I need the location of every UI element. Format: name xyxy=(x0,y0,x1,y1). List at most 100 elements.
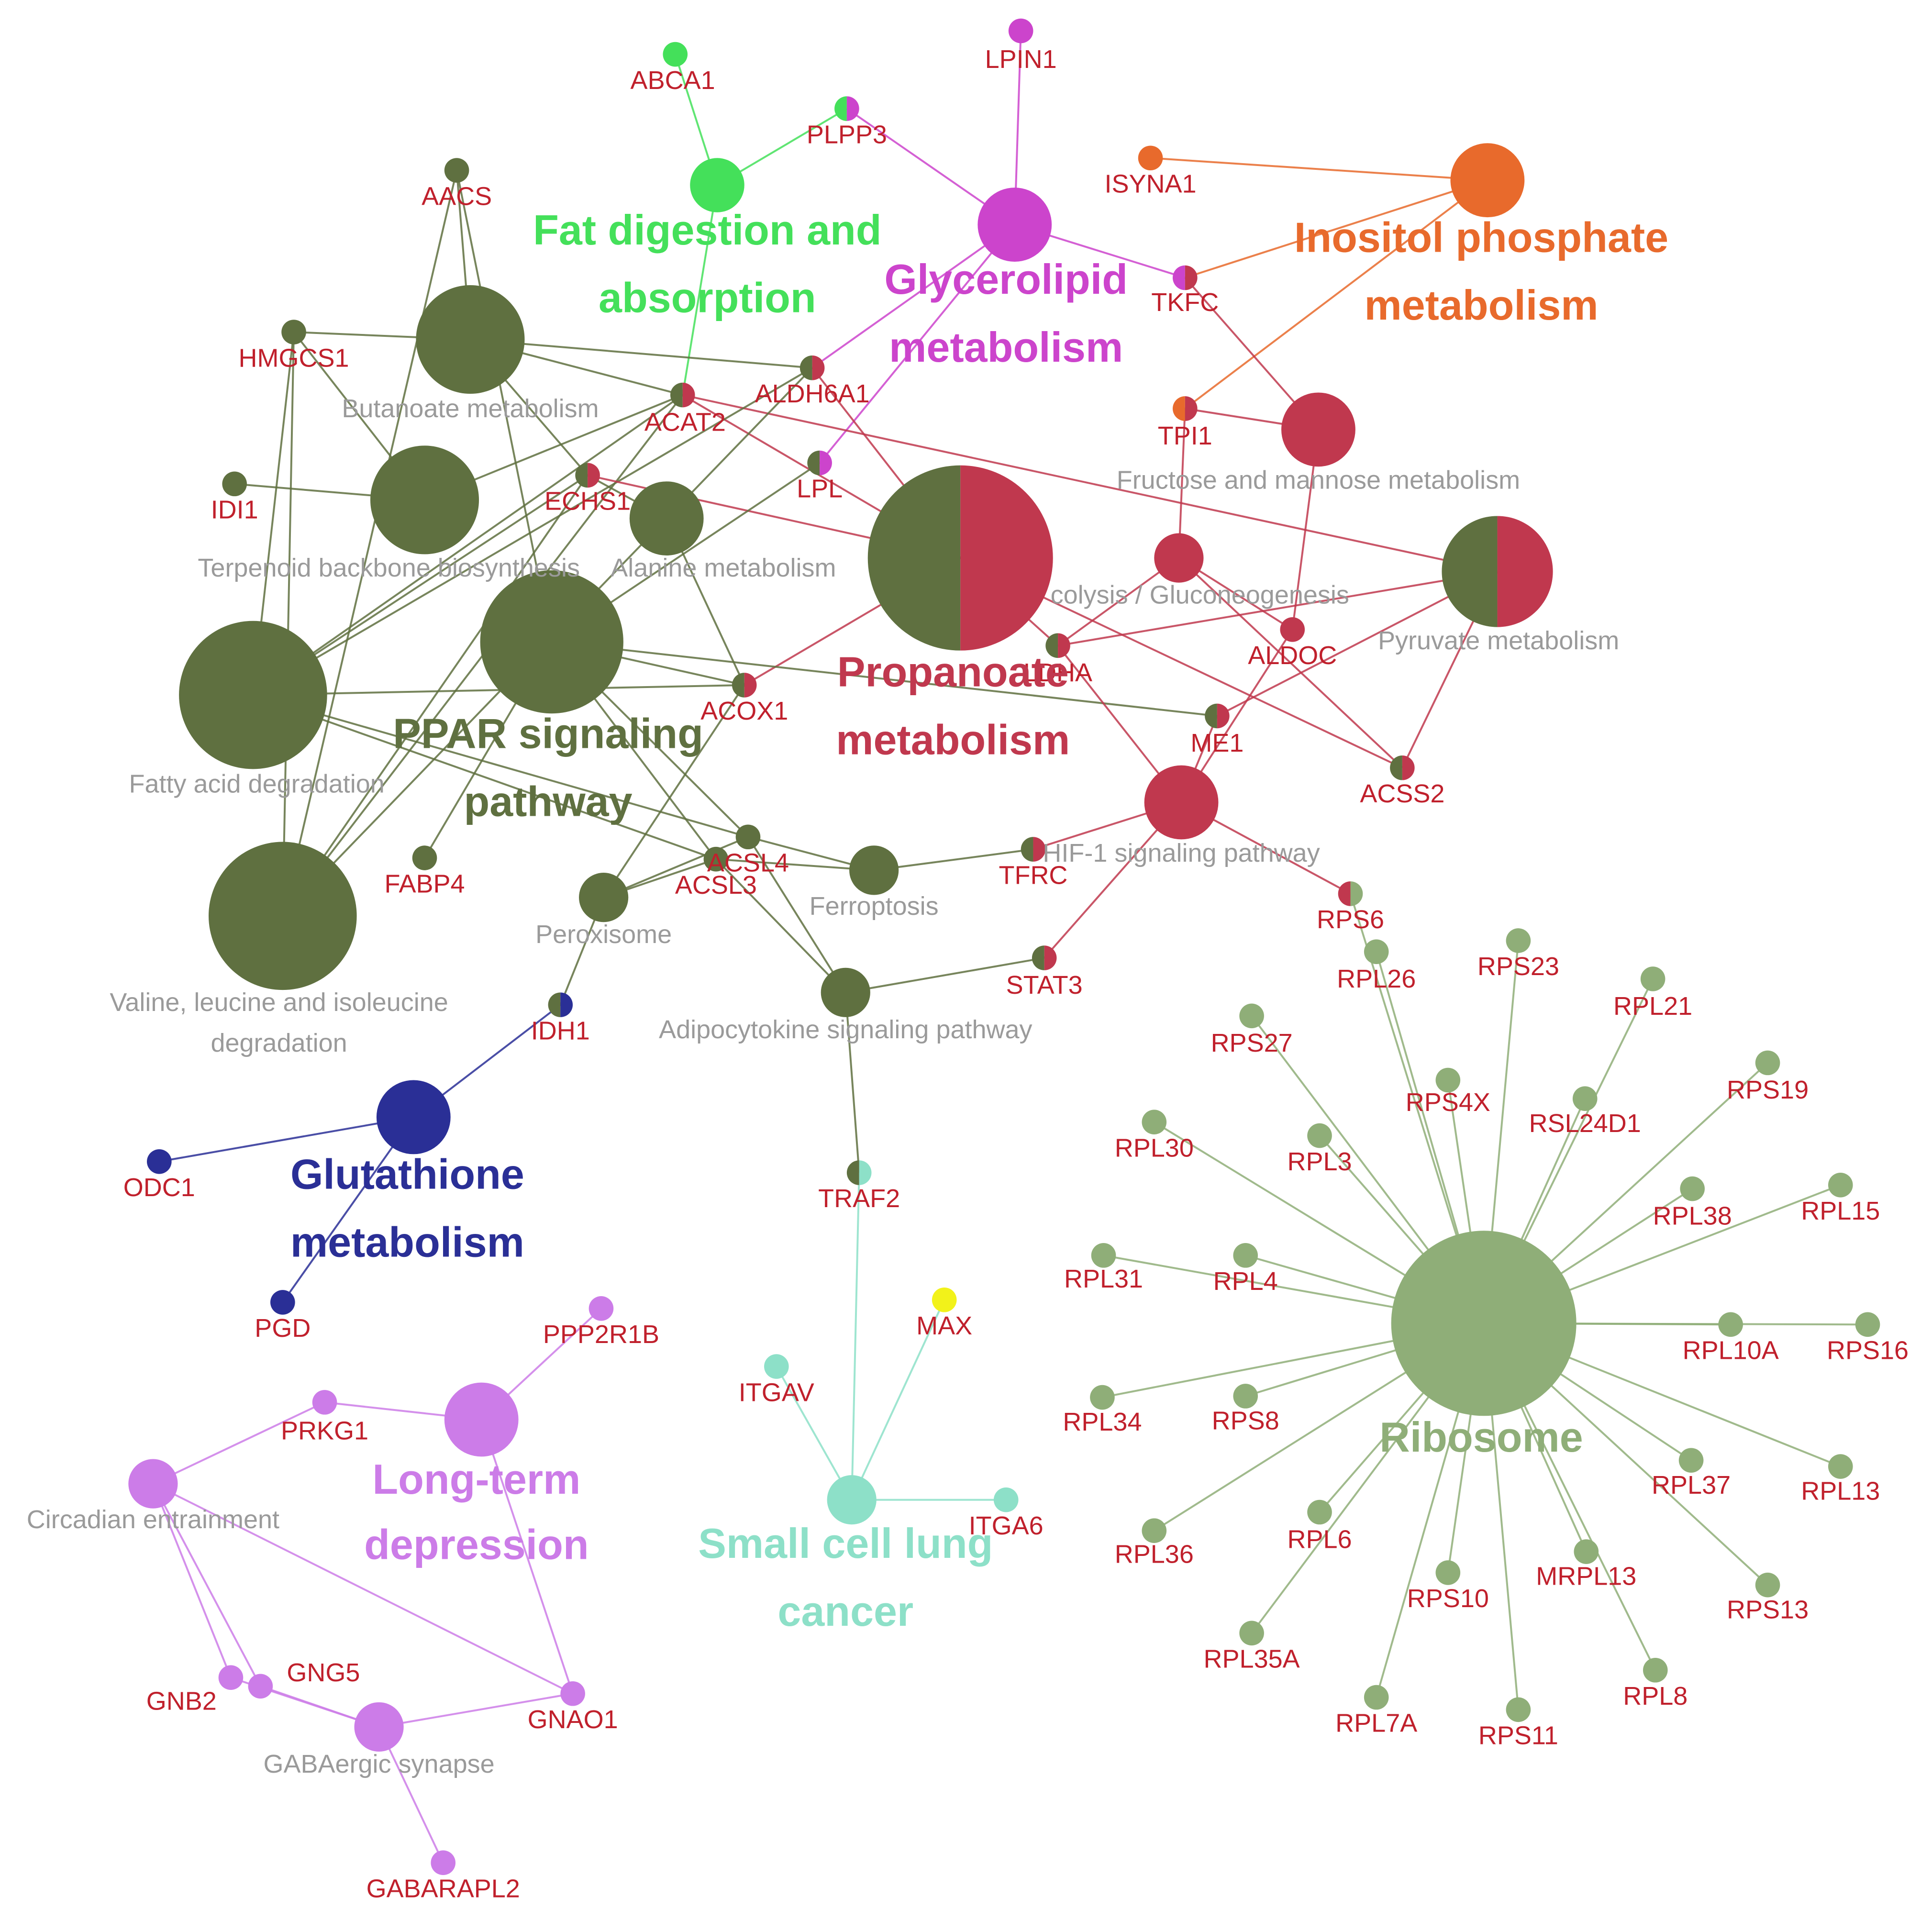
gene-node-rpl7a[interactable] xyxy=(1364,1685,1389,1710)
gene-node-rpl13[interactable] xyxy=(1828,1454,1853,1479)
gene-node-rps27[interactable] xyxy=(1239,1003,1264,1029)
gene-node-rps6[interactable] xyxy=(1338,881,1363,906)
gene-node-lpin1[interactable] xyxy=(1008,18,1033,44)
gene-node-rpl21[interactable] xyxy=(1640,966,1666,991)
gene-node-tpi1[interactable] xyxy=(1173,396,1198,421)
gene-node-tkfc[interactable] xyxy=(1173,265,1198,290)
hub-node-fat-hub[interactable] xyxy=(690,158,744,212)
node-half-right xyxy=(682,382,695,408)
gene-node-rps11[interactable] xyxy=(1506,1697,1531,1722)
gene-node-rps19[interactable] xyxy=(1755,1050,1780,1076)
gene-label-rps19: RPS19 xyxy=(1727,1076,1809,1104)
gene-node-rpl10a[interactable] xyxy=(1718,1312,1743,1337)
gene-node-abca1[interactable] xyxy=(663,42,688,67)
gene-node-rps4x[interactable] xyxy=(1435,1067,1461,1093)
gene-label-ppp2r1b: PPP2R1B xyxy=(543,1320,659,1349)
gene-node-aldh6a1[interactable] xyxy=(799,355,825,380)
gene-node-rpl35a[interactable] xyxy=(1239,1621,1264,1646)
hub-node-sclc-hub[interactable] xyxy=(827,1475,877,1525)
gene-node-rps8[interactable] xyxy=(1233,1384,1258,1409)
term-node-alanine[interactable] xyxy=(629,481,704,555)
term-node-adipo[interactable] xyxy=(821,967,870,1017)
term-node-gabaergic[interactable] xyxy=(354,1702,404,1752)
gene-node-gabarapl2[interactable] xyxy=(431,1850,456,1876)
gene-node-idh1[interactable] xyxy=(548,992,573,1017)
cluster-label-propanoate: Propanoate xyxy=(837,648,1069,695)
gene-label-rpl31: RPL31 xyxy=(1064,1265,1143,1293)
gene-node-itgav[interactable] xyxy=(764,1354,789,1379)
gene-node-rpl34[interactable] xyxy=(1090,1385,1115,1410)
gene-node-rps16[interactable] xyxy=(1855,1312,1880,1337)
gene-node-rpl30[interactable] xyxy=(1142,1110,1167,1135)
gene-node-traf2[interactable] xyxy=(846,1160,872,1185)
node-fill xyxy=(1640,966,1666,991)
gene-node-gnao1[interactable] xyxy=(560,1681,585,1706)
gene-node-max[interactable] xyxy=(932,1287,957,1312)
gene-node-tfrc[interactable] xyxy=(1021,837,1046,862)
term-node-terpenoid[interactable] xyxy=(370,445,479,555)
term-node-glycolysis[interactable] xyxy=(1154,533,1204,583)
gene-node-rpl31[interactable] xyxy=(1091,1243,1116,1268)
hub-node-ppar-hub[interactable] xyxy=(480,570,623,714)
gene-node-rps23[interactable] xyxy=(1506,928,1531,953)
gene-node-fabp4[interactable] xyxy=(412,845,437,870)
gene-node-rpl26[interactable] xyxy=(1364,939,1389,964)
gene-node-stat3[interactable] xyxy=(1032,945,1057,970)
edge-gng5-circadian xyxy=(152,1483,262,1687)
gene-node-hmgcs1[interactable] xyxy=(281,320,306,344)
hub-node-gly-hub[interactable] xyxy=(977,188,1052,262)
term-node-fattyacid[interactable] xyxy=(179,621,327,769)
term-node-butanoate[interactable] xyxy=(416,285,525,394)
node-fill xyxy=(147,1149,172,1174)
gene-node-rpl8[interactable] xyxy=(1643,1657,1668,1683)
term-label-fructose: Fructose and mannose metabolism xyxy=(1117,466,1520,495)
gene-node-acsl3[interactable] xyxy=(703,846,729,872)
gene-node-aldoc[interactable] xyxy=(1280,617,1305,642)
gene-node-ldha[interactable] xyxy=(1045,633,1070,658)
gene-node-rpl6[interactable] xyxy=(1307,1499,1332,1525)
gene-node-lpl[interactable] xyxy=(807,450,832,476)
edge-gnb2-circadian xyxy=(152,1483,232,1678)
gene-node-pgd[interactable] xyxy=(270,1290,295,1315)
gene-node-acat2[interactable] xyxy=(670,382,695,408)
hub-node-ribo-hub[interactable] xyxy=(1391,1231,1577,1416)
gene-node-aacs[interactable] xyxy=(444,158,469,183)
gene-node-rpl4[interactable] xyxy=(1233,1243,1258,1268)
term-node-pyruvate[interactable] xyxy=(1442,516,1553,627)
hub-node-prop-hub[interactable] xyxy=(867,465,1053,651)
edge-echs1-valine xyxy=(282,475,588,917)
gene-node-rpl15[interactable] xyxy=(1828,1173,1853,1198)
hub-node-ino-hub[interactable] xyxy=(1450,143,1525,218)
gene-node-mrpl13[interactable] xyxy=(1574,1539,1599,1564)
term-node-circadian[interactable] xyxy=(128,1459,178,1509)
gene-node-rps10[interactable] xyxy=(1435,1560,1461,1585)
gene-node-acox1[interactable] xyxy=(732,673,757,698)
gene-node-rsl24d1[interactable] xyxy=(1572,1086,1598,1111)
term-node-peroxisome[interactable] xyxy=(579,873,629,922)
gene-node-gng5[interactable] xyxy=(248,1674,273,1699)
hub-node-glut-hub[interactable] xyxy=(376,1080,451,1155)
gene-node-rpl38[interactable] xyxy=(1680,1176,1705,1201)
node-half-right xyxy=(1033,837,1046,862)
gene-node-plpp3[interactable] xyxy=(834,96,859,121)
gene-node-echs1[interactable] xyxy=(575,463,600,488)
gene-node-acsl4[interactable] xyxy=(735,824,761,850)
gene-node-rpl37[interactable] xyxy=(1678,1448,1704,1473)
gene-node-odc1[interactable] xyxy=(147,1149,172,1174)
gene-node-me1[interactable] xyxy=(1205,703,1230,729)
term-node-hif1[interactable] xyxy=(1144,765,1219,840)
term-node-ferroptosis[interactable] xyxy=(849,845,899,895)
gene-node-rpl3[interactable] xyxy=(1307,1123,1332,1148)
term-node-fructose[interactable] xyxy=(1281,392,1355,467)
gene-node-ppp2r1b[interactable] xyxy=(588,1296,614,1321)
gene-node-prkg1[interactable] xyxy=(312,1390,337,1415)
gene-node-gnb2[interactable] xyxy=(218,1665,244,1690)
gene-node-itga6[interactable] xyxy=(993,1487,1019,1512)
term-node-valine[interactable] xyxy=(209,842,357,990)
gene-node-idi1[interactable] xyxy=(222,471,247,497)
gene-node-isyna1[interactable] xyxy=(1138,145,1163,171)
hub-node-ltd-hub[interactable] xyxy=(444,1382,519,1457)
gene-node-rpl36[interactable] xyxy=(1142,1518,1167,1543)
gene-node-acss2[interactable] xyxy=(1390,755,1415,780)
gene-node-rps13[interactable] xyxy=(1755,1572,1780,1598)
